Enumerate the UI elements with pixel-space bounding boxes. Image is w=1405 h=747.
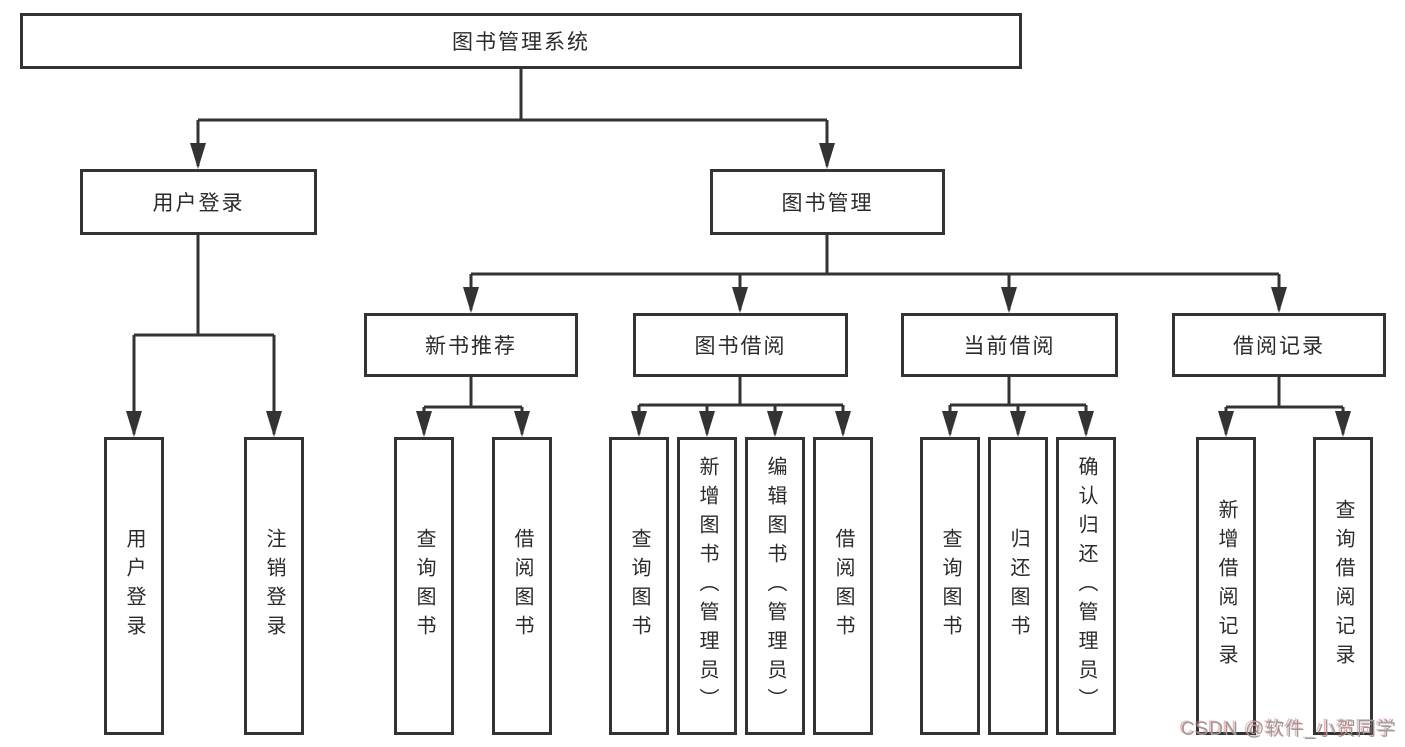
- csdn-watermark: CSDN @软件_小贺同学: [1181, 719, 1397, 740]
- node-library-system: 图书管理系统: [20, 13, 1022, 69]
- leaf-add-borrow-record: 新增借阅记录: [1196, 437, 1256, 735]
- leaf-logout: 注销登录: [244, 437, 304, 735]
- leaf-return-book: 归还图书: [988, 437, 1048, 735]
- leaf-add-book-admin: 新增图书（管理员）: [677, 437, 737, 735]
- leaf-query-book-borrowing: 查询图书: [609, 437, 669, 735]
- leaf-user-login: 用户登录: [104, 437, 164, 735]
- leaf-edit-book-admin: 编辑图书（管理员）: [745, 437, 805, 735]
- node-new-book-recommend: 新书推荐: [364, 313, 578, 377]
- node-user-login: 用户登录: [80, 169, 317, 235]
- leaf-borrow-book-borrowing: 借阅图书: [813, 437, 873, 735]
- node-book-borrowing: 图书借阅: [633, 313, 848, 377]
- leaf-borrow-book-recommend: 借阅图书: [492, 437, 552, 735]
- leaf-confirm-return-admin: 确认归还（管理员）: [1056, 437, 1116, 735]
- node-borrowing-records: 借阅记录: [1172, 313, 1386, 377]
- leaf-query-book-recommend: 查询图书: [394, 437, 454, 735]
- leaf-query-book-current: 查询图书: [920, 437, 980, 735]
- node-current-borrowing: 当前借阅: [901, 313, 1118, 377]
- node-book-management: 图书管理: [710, 169, 945, 235]
- leaf-query-borrow-record: 查询借阅记录: [1313, 437, 1373, 735]
